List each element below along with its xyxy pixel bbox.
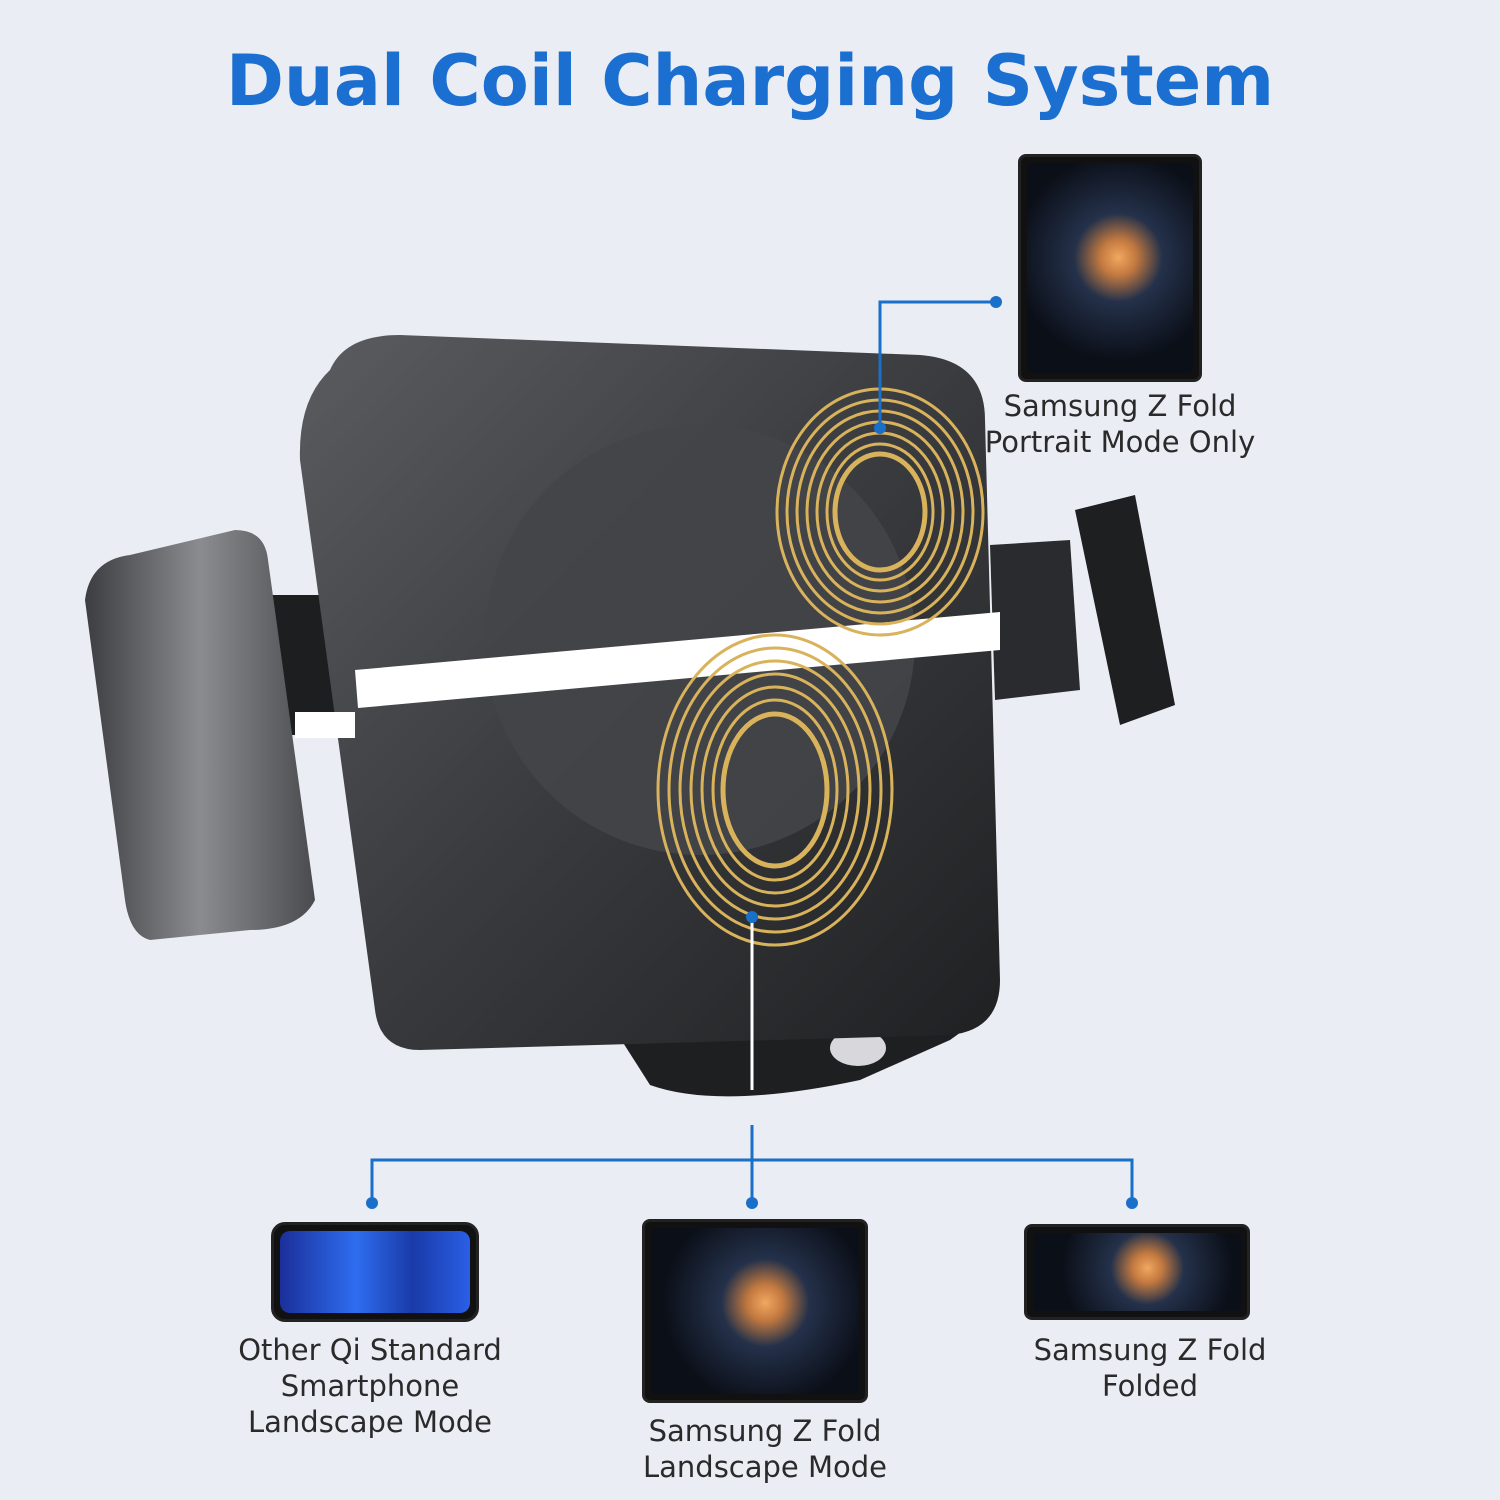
label-line: Samsung Z Fold (1033, 1333, 1267, 1367)
phone-fold-folded (1024, 1224, 1250, 1320)
label-line: Smartphone (280, 1369, 460, 1403)
white-stripe (355, 612, 1000, 708)
label-line: Samsung Z Fold (1003, 389, 1237, 423)
label-fold-portrait: Samsung Z Fold Portrait Mode Only (960, 388, 1280, 460)
label-qi: Other Qi Standard Smartphone Landscape M… (210, 1332, 530, 1440)
callout-lines (370, 300, 1134, 1200)
label-line: Portrait Mode Only (984, 425, 1256, 459)
label-line: Landscape Mode (247, 1405, 493, 1439)
phone-fold-landscape (642, 1219, 868, 1403)
label-line: Samsung Z Fold (648, 1414, 882, 1448)
label-folded: Samsung Z Fold Folded (990, 1332, 1310, 1404)
release-button (830, 1030, 886, 1066)
page-title: Dual Coil Charging System (225, 40, 1275, 122)
label-line: Folded (1101, 1369, 1199, 1403)
callout-dots (366, 296, 1138, 1209)
lower-coil (656, 633, 894, 947)
phone-fold-portrait (1018, 154, 1202, 382)
phone-qi-landscape (271, 1222, 479, 1322)
right-clamp-arm (990, 495, 1175, 725)
label-line: Landscape Mode (642, 1450, 888, 1484)
label-fold-landscape: Samsung Z Fold Landscape Mode (605, 1413, 925, 1485)
label-line: Other Qi Standard (238, 1333, 502, 1367)
